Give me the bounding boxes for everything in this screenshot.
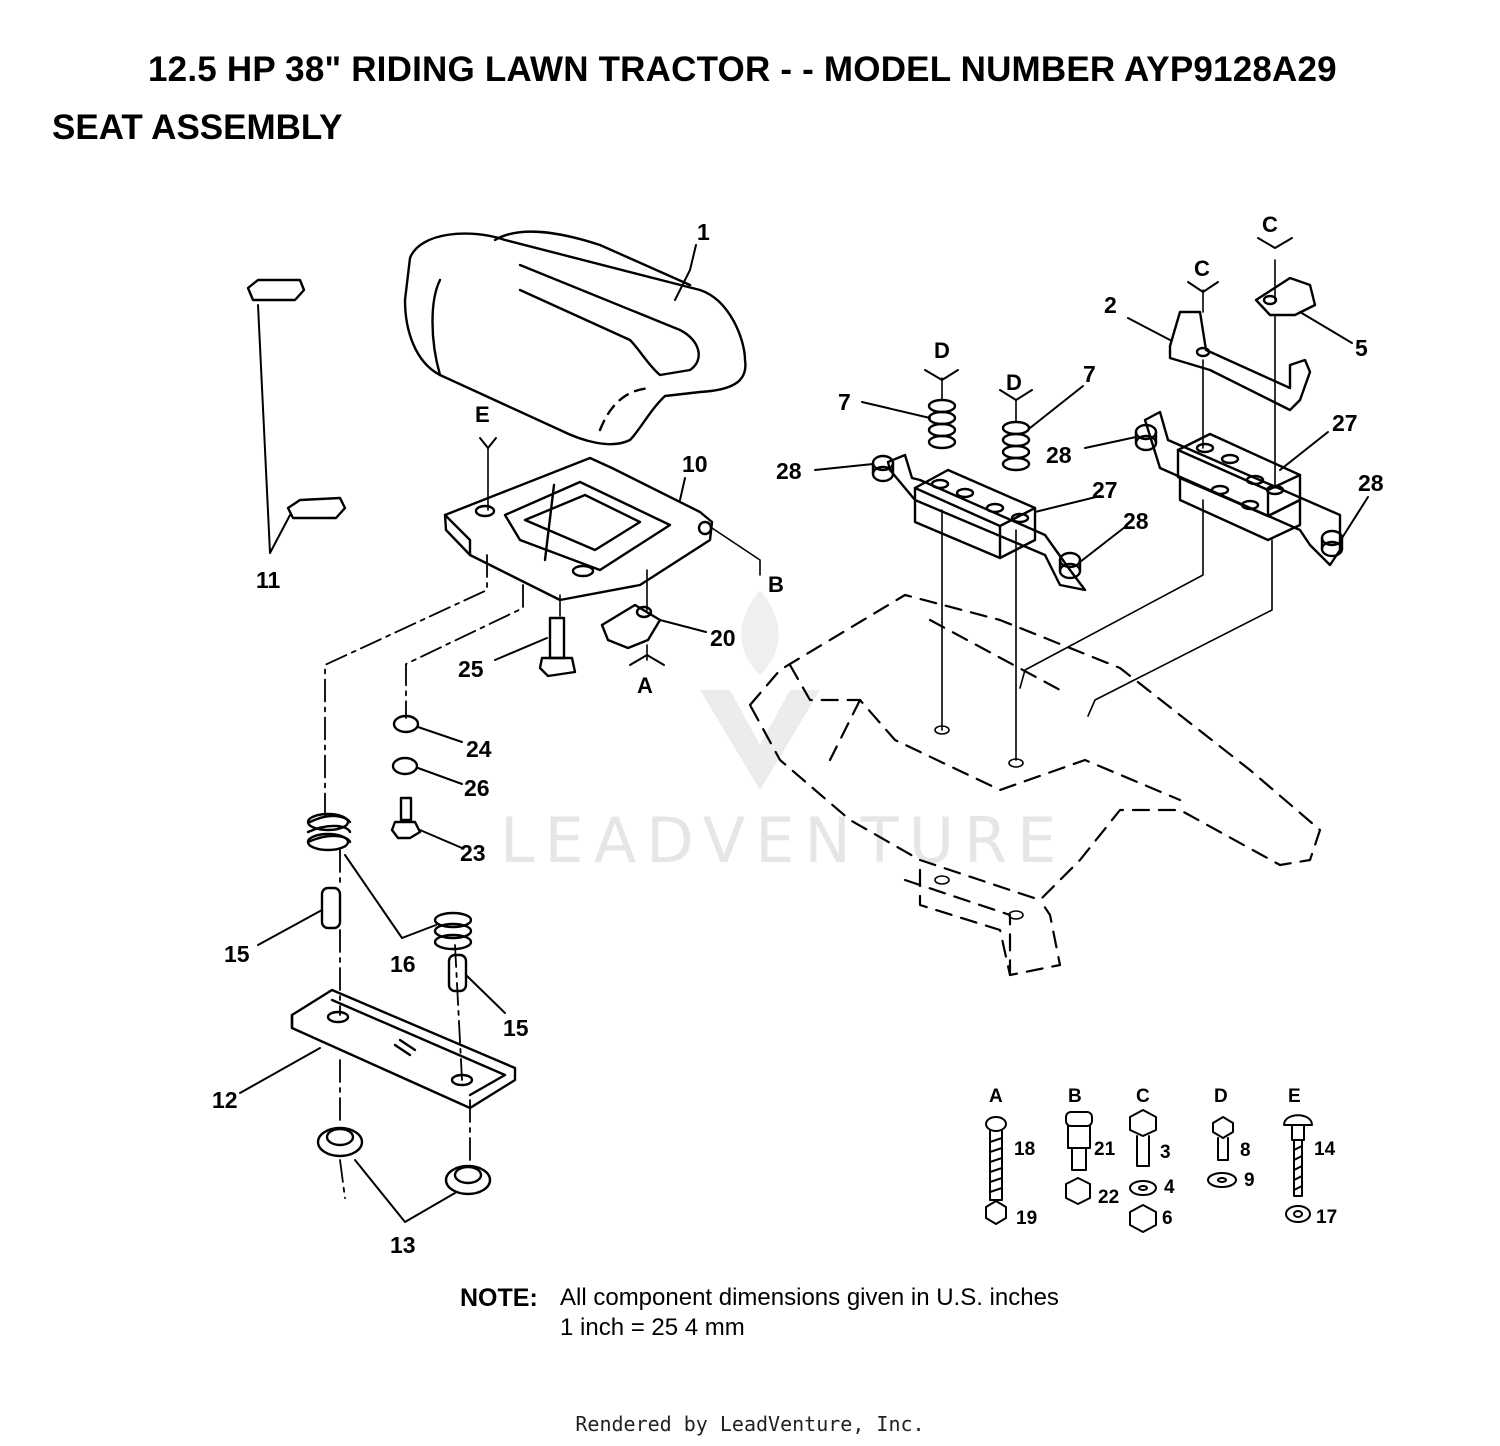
- hardware-part-22: 22: [1098, 1187, 1119, 1208]
- hardware-part-17: 17: [1316, 1207, 1337, 1228]
- seat-pan: [443, 456, 714, 602]
- seat-lock-clip: [1254, 276, 1317, 317]
- ref-label-c-left: C: [1194, 256, 1210, 281]
- hardware-part-6: 6: [1162, 1208, 1173, 1229]
- watermark-text: LEADVENTURE: [500, 804, 1066, 877]
- note-label: NOTE:: [460, 1284, 538, 1312]
- watermark-logo-icon: [700, 690, 820, 790]
- seat-clip: [600, 603, 662, 650]
- part-label-15-right: 15: [503, 1015, 529, 1041]
- part-label-25: 25: [458, 656, 484, 682]
- page-subtitle: SEAT ASSEMBLY: [52, 108, 343, 147]
- part-label-13: 13: [390, 1232, 416, 1258]
- hardware-A: [985, 1116, 1007, 1225]
- hardware-part-19: 19: [1016, 1208, 1037, 1229]
- ref-label-b: B: [768, 572, 784, 597]
- part-label-1: 1: [697, 219, 710, 245]
- grommets: [316, 1126, 492, 1196]
- hardware-B: [1065, 1111, 1093, 1205]
- part-label-7-left: 7: [838, 389, 851, 415]
- watermark-flame-icon: [741, 590, 779, 675]
- hardware-group-e: E: [1288, 1086, 1301, 1107]
- part-label-15-left: 15: [224, 941, 250, 967]
- upper-seat-bracket: [1168, 310, 1312, 412]
- part-label-24: 24: [466, 736, 492, 762]
- callout-lines: [239, 244, 1369, 1223]
- ref-label-e: E: [475, 402, 490, 427]
- hardware-group-d: D: [1214, 1086, 1228, 1107]
- part-label-28-c: 28: [1123, 508, 1149, 534]
- right-seat-rail: [1143, 410, 1342, 567]
- part-label-16: 16: [390, 951, 416, 977]
- note-line-1: All component dimensions given in U.S. i…: [560, 1284, 1059, 1311]
- seat-pads: [246, 278, 347, 520]
- slide-bracket: [290, 988, 517, 1110]
- hardware-labels: A 18 19 B 21 22 C 3 4 6 D 8 9 E 14 17: [989, 1086, 1337, 1229]
- part-label-12: 12: [212, 1087, 238, 1113]
- ref-label-a: A: [637, 673, 653, 698]
- part-label-11: 11: [256, 567, 281, 593]
- hardware-C: [1129, 1109, 1157, 1233]
- part-label-7-right: 7: [1083, 361, 1096, 387]
- part-label-26: 26: [464, 775, 490, 801]
- footer-credit: Rendered by LeadVenture, Inc.: [575, 1412, 925, 1436]
- page-title: 12.5 HP 38" RIDING LAWN TRACTOR - - MODE…: [148, 50, 1337, 89]
- assembly-leader-lines: [324, 554, 524, 1199]
- hardware-group-b: B: [1068, 1086, 1082, 1107]
- hardware-group-c: C: [1136, 1086, 1150, 1107]
- hardware-part-14: 14: [1314, 1139, 1336, 1160]
- mounting-lines: [487, 259, 1276, 920]
- part-label-5: 5: [1355, 335, 1368, 361]
- rail-springs: [927, 398, 1031, 472]
- part-label-28-d: 28: [1358, 470, 1384, 496]
- hardware-part-8: 8: [1240, 1140, 1251, 1161]
- hardware-D: [1207, 1116, 1237, 1188]
- part-label-27-left: 27: [1092, 477, 1118, 503]
- hardware-part-9: 9: [1244, 1170, 1255, 1191]
- seat-cushion: [403, 230, 747, 446]
- ref-label-d-left: D: [934, 338, 950, 363]
- note-line-2: 1 inch = 25 4 mm: [560, 1314, 745, 1341]
- left-seat-rail: [886, 453, 1087, 592]
- part-labels: 1 2 5 7 7 10 11 12 13 15 15 16 20 23 24 …: [212, 219, 1384, 1258]
- part-label-2: 2: [1104, 292, 1117, 318]
- part-label-28-b: 28: [1046, 442, 1072, 468]
- part-label-10: 10: [682, 451, 708, 477]
- reference-arrows: [479, 237, 1293, 666]
- part-label-23: 23: [460, 840, 486, 866]
- hardware-part-3: 3: [1160, 1142, 1171, 1163]
- part-label-20: 20: [710, 625, 736, 651]
- part-label-27-right: 27: [1332, 410, 1358, 436]
- reference-labels: E B A C C D D: [475, 212, 1278, 698]
- part-label-28-a: 28: [776, 458, 802, 484]
- seat-springs: [306, 812, 473, 951]
- ref-label-d-right: D: [1006, 370, 1022, 395]
- hardware-group-a: A: [989, 1086, 1003, 1107]
- hardware-E: [1283, 1114, 1313, 1223]
- leadventure-watermark: LEADVENTURE: [500, 590, 1066, 877]
- pivot-hardware: [390, 616, 577, 840]
- ref-label-c-right: C: [1262, 212, 1278, 237]
- hardware-part-4: 4: [1164, 1177, 1175, 1198]
- hardware-part-18: 18: [1014, 1139, 1035, 1160]
- hardware-part-21: 21: [1094, 1139, 1116, 1160]
- tractor-fender: [748, 593, 1322, 977]
